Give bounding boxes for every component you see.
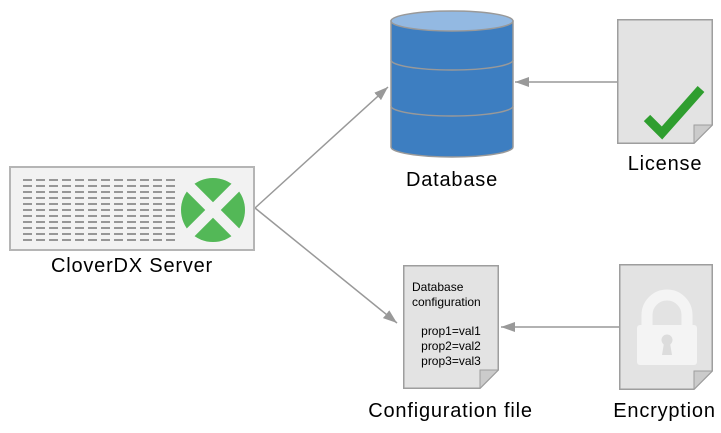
lock-icon: [637, 289, 697, 365]
database-top: [390, 10, 514, 32]
lock-keyhole: [661, 334, 673, 346]
config-file-document-icon: [403, 265, 499, 389]
database-divider-2: [390, 105, 514, 117]
node-cloverdx-server: [9, 166, 255, 251]
server-text-texture: [23, 179, 175, 241]
config-doc-title: Database configuration: [412, 280, 481, 309]
config-doc-properties: prop1=val1 prop2=val2 prop3=val3: [403, 324, 499, 369]
database-label: Database: [405, 169, 498, 191]
lock-shackle: [641, 289, 693, 327]
config-page-fold: [479, 369, 499, 389]
license-document-icon: [617, 19, 713, 144]
config-property-line: prop1=val1: [421, 324, 481, 338]
database-body: [390, 20, 514, 158]
arrow-server-to-database: [254, 86, 389, 209]
config-file-label: Configuration file: [368, 400, 533, 422]
database-divider-1: [390, 59, 514, 71]
license-page-fold: [693, 124, 713, 144]
server-label: CloverDX Server: [50, 255, 214, 277]
config-property-line: prop3=val3: [421, 354, 481, 368]
lock-keyhole-stem: [662, 343, 672, 355]
arrow-server-to-config-file: [254, 207, 398, 324]
encryption-page-fold: [693, 370, 713, 390]
clover-cut-diagonal-2: [179, 176, 247, 244]
encryption-label: Encryption: [613, 400, 716, 422]
config-property-line: prop2=val2: [421, 339, 481, 353]
cloverdx-logo-icon: [179, 176, 247, 244]
license-label: License: [627, 153, 703, 175]
checkmark-icon: [643, 86, 705, 140]
database-icon: [390, 10, 514, 158]
encryption-document-icon: [619, 264, 713, 390]
